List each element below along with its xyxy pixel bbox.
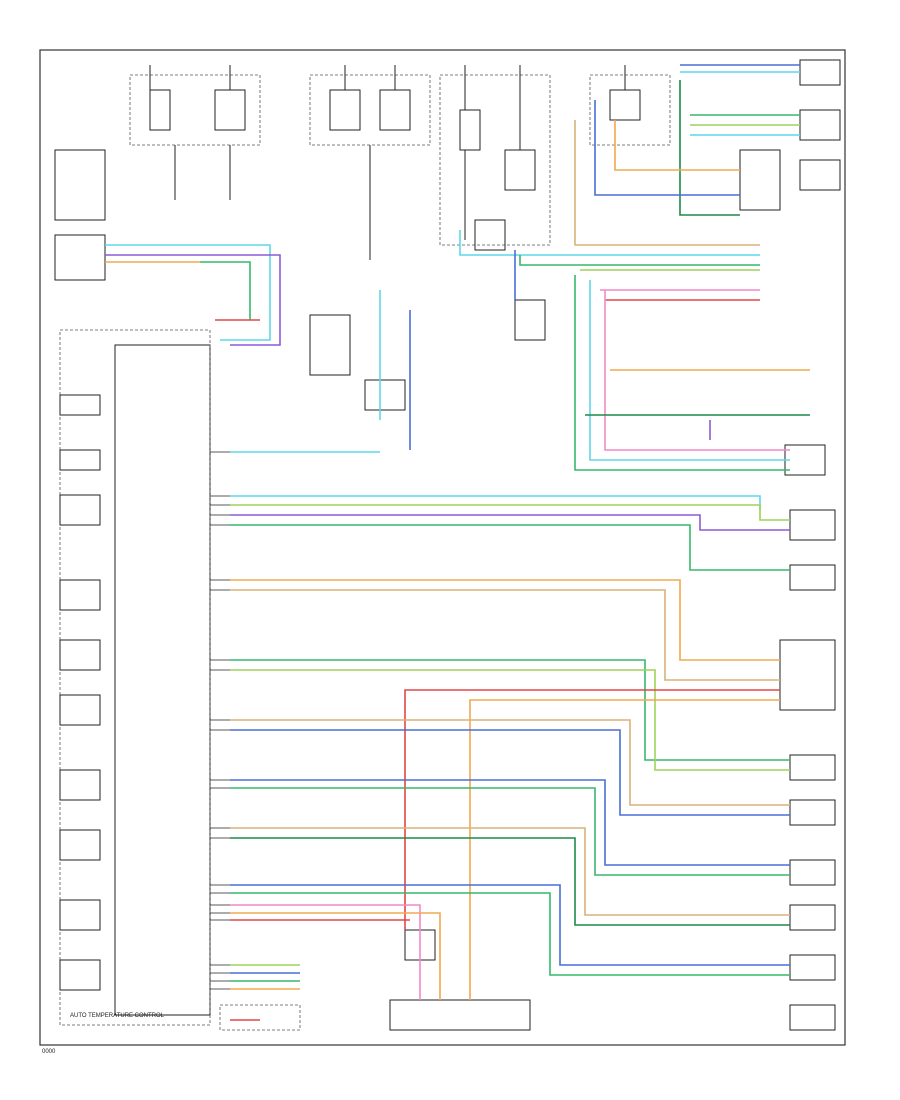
wire-blue-out3 bbox=[230, 884, 790, 966]
wire-green-out2 bbox=[230, 659, 790, 761]
wire-orange-out bbox=[230, 579, 780, 661]
wire-red-out bbox=[404, 689, 780, 930]
wire-violet-out bbox=[230, 514, 790, 531]
wire-cyan-out2 bbox=[230, 495, 761, 510]
wire-green-1 bbox=[200, 261, 251, 320]
footer-note: 0000 bbox=[42, 1049, 56, 1055]
wire-orange-out3 bbox=[230, 912, 441, 1000]
wire-pink-out bbox=[230, 904, 421, 1000]
wire-tan-out3 bbox=[230, 827, 790, 916]
control-module bbox=[59, 329, 301, 1031]
wire-blue-out2 bbox=[230, 779, 790, 866]
wire-tan-top bbox=[574, 120, 760, 246]
wire-pink-right bbox=[604, 290, 790, 451]
top-fuse-blocks bbox=[129, 65, 671, 260]
wire-cyan-mid bbox=[459, 230, 760, 256]
wire-cyan-1 bbox=[105, 244, 271, 341]
wire-blue-out bbox=[230, 729, 790, 816]
wire-green-right bbox=[574, 275, 790, 471]
wire-blue-top2 bbox=[594, 100, 740, 196]
wire-tan-out2 bbox=[230, 719, 790, 806]
top-left-sensor bbox=[54, 149, 106, 281]
wire-orange-out2 bbox=[469, 699, 780, 1000]
center-modules bbox=[309, 219, 546, 1031]
switch-column bbox=[59, 394, 101, 991]
wire-green-top1 bbox=[679, 80, 740, 216]
module-pin-ticks bbox=[210, 451, 230, 990]
diagram-frame bbox=[39, 49, 846, 1046]
wire-green-out5 bbox=[230, 892, 790, 976]
wire-green-out3 bbox=[230, 787, 790, 876]
footer-title: AUTO TEMPERATURE CONTROL bbox=[70, 1013, 165, 1019]
wire-ygreen-out bbox=[230, 504, 790, 521]
wiring-harness bbox=[105, 64, 810, 1021]
wire-green-out bbox=[230, 524, 790, 571]
wire-violet-1 bbox=[105, 254, 281, 346]
wire-tan-out bbox=[230, 589, 780, 681]
wire-cyan-right bbox=[589, 280, 790, 461]
wire-ygreen-out2 bbox=[230, 669, 790, 771]
wire-green-mid bbox=[519, 255, 760, 266]
right-connectors bbox=[739, 59, 841, 1031]
wire-orange-top bbox=[614, 120, 740, 171]
wire-green-out4 bbox=[230, 837, 790, 926]
